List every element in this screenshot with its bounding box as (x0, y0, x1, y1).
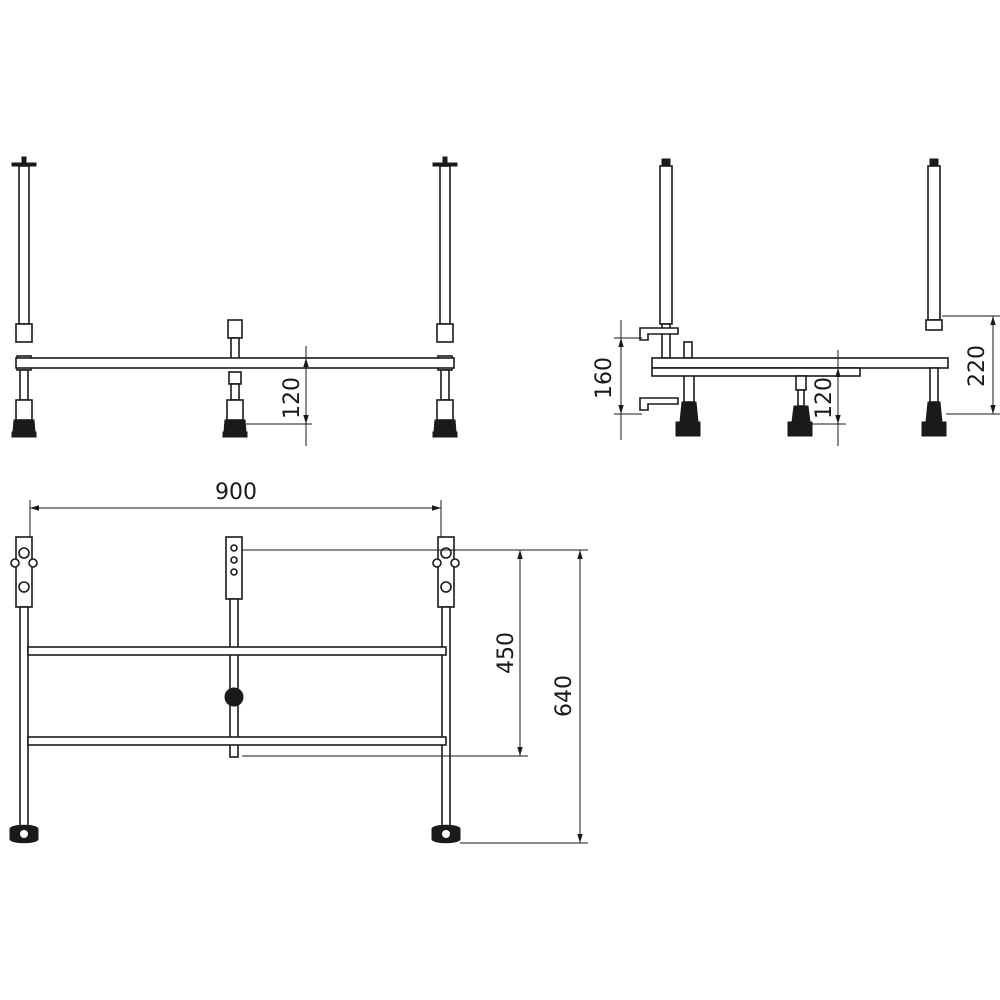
front-right-post (432, 156, 458, 438)
side-upper-rail (651, 357, 949, 369)
side-left-leg (675, 371, 701, 437)
width-dimension: 900 (29, 480, 442, 537)
front-horizontal-bar (15, 357, 455, 369)
inner-depth-dimension: 450 (242, 549, 528, 757)
front-bar-height-dimension: 120 (246, 346, 312, 446)
plan-left-member (9, 536, 39, 844)
front-bar-height-label: 120 (280, 377, 305, 419)
side-left-height-label: 160 (592, 357, 617, 399)
side-bar-height-label: 120 (812, 377, 837, 419)
side-right-height-label: 220 (965, 345, 990, 387)
side-right-height-dimension: 220 (942, 315, 1000, 415)
plan-upper-crossbar (27, 646, 447, 656)
side-left-post (659, 158, 673, 359)
plan-lower-crossbar (27, 736, 447, 746)
plan-centre-member (224, 536, 244, 758)
width-label: 900 (215, 480, 257, 505)
plan-right-member (431, 536, 461, 844)
plan-view: 900 450 640 (9, 480, 588, 844)
side-bar-height-dimension: 120 (812, 350, 846, 446)
side-right-post (921, 158, 947, 437)
side-lower-clamp (639, 397, 679, 411)
front-centre-leg (222, 319, 248, 438)
inner-depth-label: 450 (494, 632, 519, 674)
front-view: 120 (11, 156, 458, 446)
overall-depth-dimension: 640 (454, 549, 588, 844)
side-view: 160 120 220 (592, 158, 1000, 446)
front-left-post (11, 156, 37, 438)
side-middle-leg (787, 375, 813, 437)
side-lower-rail (651, 367, 861, 377)
side-left-height-dimension: 160 (592, 320, 642, 440)
overall-depth-label: 640 (552, 675, 577, 717)
